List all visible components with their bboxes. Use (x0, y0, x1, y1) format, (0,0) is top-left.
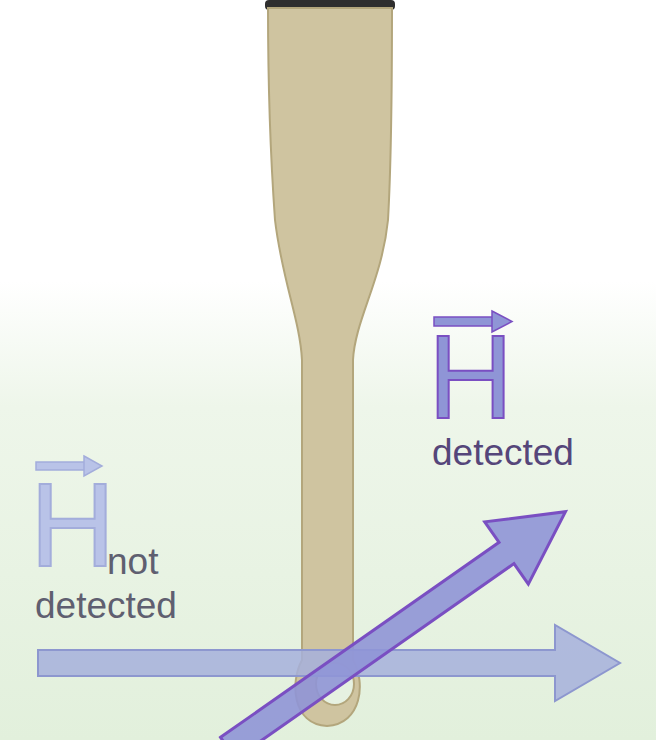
state-label: detected (432, 433, 574, 474)
state-label: not detected (35, 540, 210, 629)
vector-symbol: H (428, 318, 513, 436)
field-arrow-through-loop (206, 481, 587, 740)
vector-symbol: H (30, 466, 115, 584)
probe-body (268, 8, 392, 726)
